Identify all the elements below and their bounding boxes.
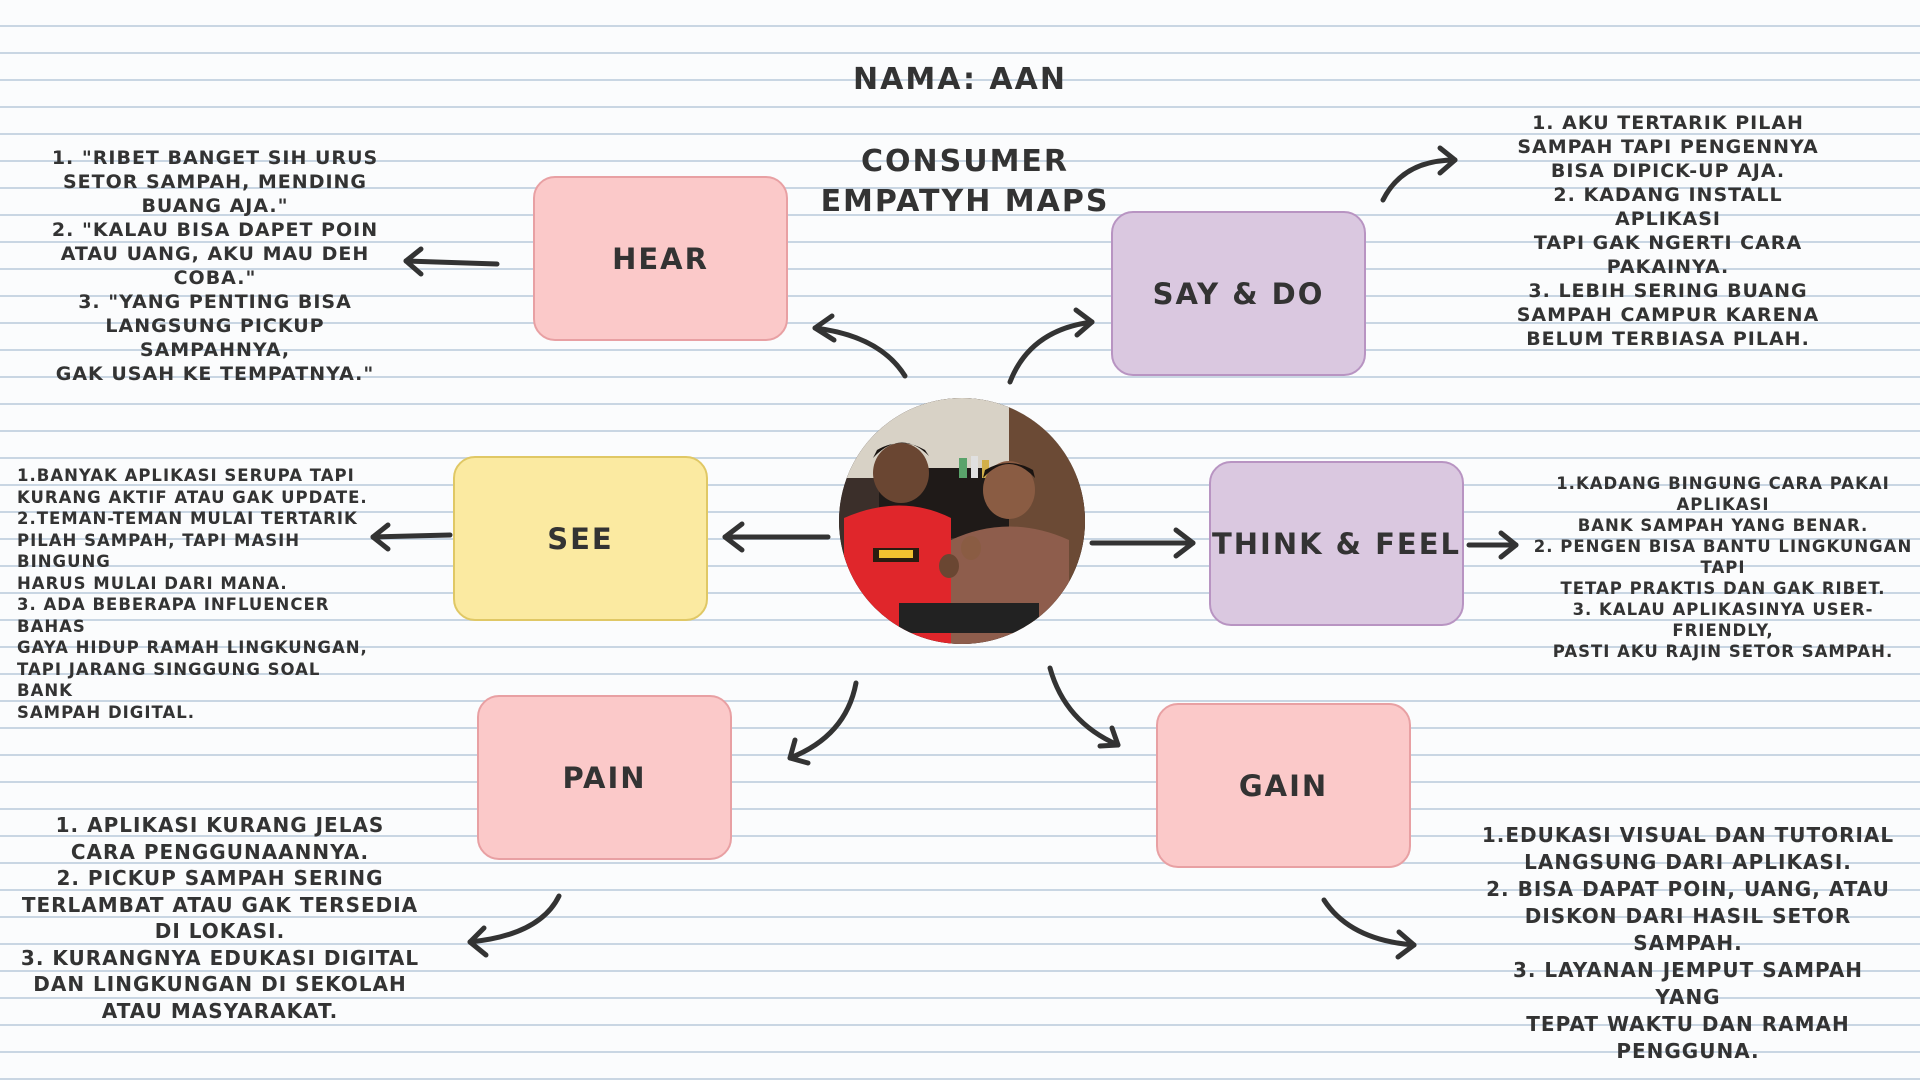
pain-note: 1. APLIKASI KURANG JELAS CARA PENGGUNAAN…: [20, 813, 420, 1023]
pain-box: PAIN: [477, 695, 732, 860]
see-box: SEE: [453, 456, 708, 621]
see-box-label: SEE: [547, 521, 614, 556]
hear-box-label: HEAR: [612, 241, 709, 276]
think-feel-note: 1.KADANG BINGUNG CARA PAKAI APLIKASI BAN…: [1533, 474, 1913, 661]
arrow-see-note-icon: [370, 522, 453, 552]
gain-note: 1.EDUKASI VISUAL DAN TUTORIAL LANGSUNG D…: [1481, 823, 1895, 1063]
hear-note: 1. "RIBET BANGET SIH URUS SETOR SAMPAH, …: [51, 147, 379, 385]
pain-box-label: PAIN: [562, 760, 647, 795]
think-feel-box-label: THINK & FEEL: [1212, 526, 1461, 561]
gain-box-label: GAIN: [1238, 768, 1329, 803]
arrow-pain-note-icon: [467, 893, 562, 958]
arrow-to-think-feel-icon: [1089, 527, 1196, 559]
arrow-to-hear-icon: [812, 313, 908, 379]
think-feel-box: THINK & FEEL: [1209, 461, 1464, 626]
arrow-to-say-do-icon: [1007, 307, 1095, 385]
say-do-box-label: SAY & DO: [1152, 276, 1325, 311]
arrow-to-see-icon: [722, 521, 831, 553]
see-note: 1.BANYAK APLIKASI SERUPA TAPI KURANG AKT…: [17, 466, 368, 722]
hear-box: HEAR: [533, 176, 788, 341]
page-title: NAMA: AAN: [853, 62, 1067, 97]
arrow-hear-note-icon: [403, 246, 500, 277]
say-do-box: SAY & DO: [1111, 211, 1366, 376]
arrow-to-pain-icon: [787, 680, 859, 766]
say-do-note: 1. AKU TERTARIK PILAH SAMPAH TAPI PENGEN…: [1516, 112, 1820, 350]
arrow-say-do-note-icon: [1380, 145, 1458, 203]
persona-photo: [839, 398, 1085, 644]
arrow-gain-note-icon: [1321, 897, 1417, 960]
gain-box: GAIN: [1156, 703, 1411, 868]
page-subtitle: CONSUMER EMPATYH MAPS: [820, 144, 1110, 219]
arrow-to-gain-icon: [1047, 665, 1121, 749]
persona-photo-illustration: [839, 398, 1085, 644]
arrow-think-feel-note-icon: [1466, 530, 1519, 560]
